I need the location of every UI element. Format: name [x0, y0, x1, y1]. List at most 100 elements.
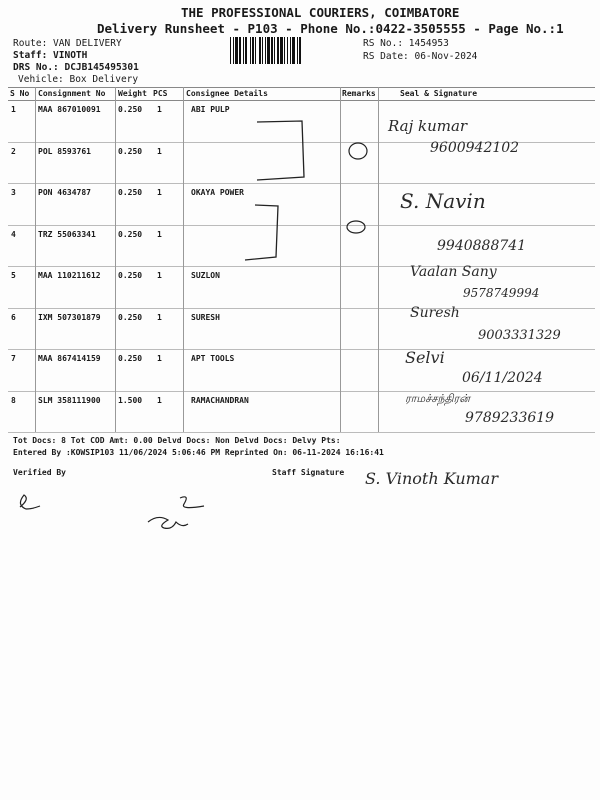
cell-pcs: 1: [157, 229, 162, 239]
cell-sno: 4: [11, 229, 16, 239]
signature-2: S. Navin: [400, 189, 486, 213]
barcode-bar: [243, 37, 244, 64]
column-divider: [183, 87, 184, 432]
column-divider: [35, 87, 36, 432]
cell-cn: MAA 867414159: [38, 354, 101, 363]
row-divider: [8, 432, 595, 433]
barcode-bar: [292, 37, 295, 64]
cell-cn: MAA 110211612: [38, 271, 101, 280]
cell-sno: 3: [11, 188, 16, 197]
barcode-bar: [265, 37, 266, 64]
barcode-bar: [280, 37, 283, 64]
cell-weight: 0.250: [118, 354, 143, 363]
row-divider: [8, 390, 595, 392]
route: Route: VAN DELIVERY: [13, 38, 122, 49]
cell-cn: PON 4634787: [38, 188, 91, 197]
cell-pcs: 1: [157, 312, 162, 322]
staff: Staff: VINOTH: [13, 50, 88, 61]
cell-consignee: SURESH: [191, 312, 220, 322]
cell-consignee: SUZLON: [191, 271, 220, 280]
entered-by-line: Entered By :KOWSIP103 11/06/2024 5:06:46…: [13, 448, 384, 457]
column-header: PCS: [153, 89, 168, 98]
phone-4: 9003331329: [478, 328, 561, 343]
rs-date: RS Date: 06-Nov-2024: [363, 51, 478, 62]
row-divider: [8, 183, 595, 184]
cell-sno: 5: [11, 271, 16, 280]
cell-pcs: 1: [157, 188, 162, 197]
phone-3: 9578749994: [463, 286, 540, 300]
cell-cn: SLM 358111900: [38, 395, 101, 405]
row-divider: [8, 307, 595, 309]
cell-sno: 6: [11, 312, 16, 322]
cell-consignee: RAMACHANDRAN: [191, 395, 249, 405]
column-divider: [115, 87, 116, 432]
cell-consignee: ABI PULP: [191, 105, 230, 114]
phone-2: 9940888741: [437, 238, 527, 254]
table-border: [8, 87, 595, 88]
barcode-bar: [299, 37, 301, 64]
cell-weight: 0.250: [118, 271, 143, 280]
cell-sno: 8: [11, 395, 16, 405]
barcode: [230, 37, 354, 64]
cell-pcs: 1: [157, 354, 162, 363]
cell-cn: IXM 507301879: [38, 312, 101, 322]
phone-6: 9789233619: [465, 410, 555, 426]
barcode-bar: [230, 37, 231, 64]
barcode-bar: [255, 37, 256, 64]
cell-consignee: APT TOOLS: [191, 354, 235, 363]
barcode-bar: [245, 37, 247, 64]
table-border: [8, 100, 595, 101]
cell-sno: 1: [11, 105, 16, 114]
barcode-bar: [259, 37, 261, 64]
column-divider: [340, 87, 341, 432]
cell-weight: 0.250: [118, 105, 143, 114]
row-divider: [8, 141, 595, 143]
row-divider: [8, 266, 595, 267]
cell-weight: 0.250: [118, 312, 143, 322]
column-header: Weight: [118, 89, 147, 98]
totals-line: Tot Docs: 8 Tot COD Amt: 0.00 Delvd Docs…: [13, 436, 341, 445]
barcode-bar: [297, 37, 298, 64]
cell-consignee: OKAYA POWER: [191, 188, 244, 197]
runsheet-title: Delivery Runsheet - P103 - Phone No.:042…: [97, 21, 564, 36]
barcode-bar: [274, 37, 275, 64]
column-header: Seal & Signature: [400, 89, 478, 98]
column-header: S No: [10, 89, 30, 98]
signature-4: Suresh: [410, 305, 460, 321]
verified-by-label: Verified By: [13, 468, 66, 477]
barcode-bar: [235, 37, 238, 64]
date-5: 06/11/2024: [462, 370, 543, 386]
cell-sno: 2: [11, 146, 16, 156]
column-header: Consignee Details: [186, 89, 268, 98]
barcode-bar: [290, 37, 291, 64]
cell-weight: 1.500: [118, 395, 143, 405]
signature-3: Vaalan Sany: [410, 264, 497, 280]
cell-cn: TRZ 55063341: [38, 229, 96, 239]
column-header: Consignment No: [38, 89, 106, 98]
cell-cn: POL 8593761: [38, 146, 91, 156]
staff-signature-label: Staff Signature: [272, 468, 345, 477]
company-name: THE PROFESSIONAL COURIERS, COIMBATORE: [181, 5, 460, 20]
signature-1: Raj kumar: [388, 117, 468, 135]
row-divider: [8, 349, 595, 350]
vehicle: Vehicle: Box Delivery: [18, 74, 139, 85]
barcode-bar: [233, 37, 234, 64]
cell-weight: 0.250: [118, 188, 143, 197]
barcode-bar: [239, 37, 241, 64]
cell-weight: 0.250: [118, 146, 143, 156]
signature-6: ராமச்சந்திரன்: [405, 392, 470, 405]
cell-pcs: 1: [157, 271, 162, 280]
barcode-bar: [271, 37, 273, 64]
barcode-bar: [267, 37, 270, 64]
drs-number: DRS No.: DCJB145495301: [13, 62, 139, 73]
signature-5: Selvi: [405, 348, 445, 367]
barcode-bar: [250, 37, 251, 64]
barcode-bar: [262, 37, 263, 64]
row-divider: [8, 224, 595, 226]
cell-pcs: 1: [157, 105, 162, 114]
barcode-bar: [284, 37, 285, 64]
rs-number: RS No.: 1454953: [363, 38, 449, 49]
cell-pcs: 1: [157, 146, 162, 156]
